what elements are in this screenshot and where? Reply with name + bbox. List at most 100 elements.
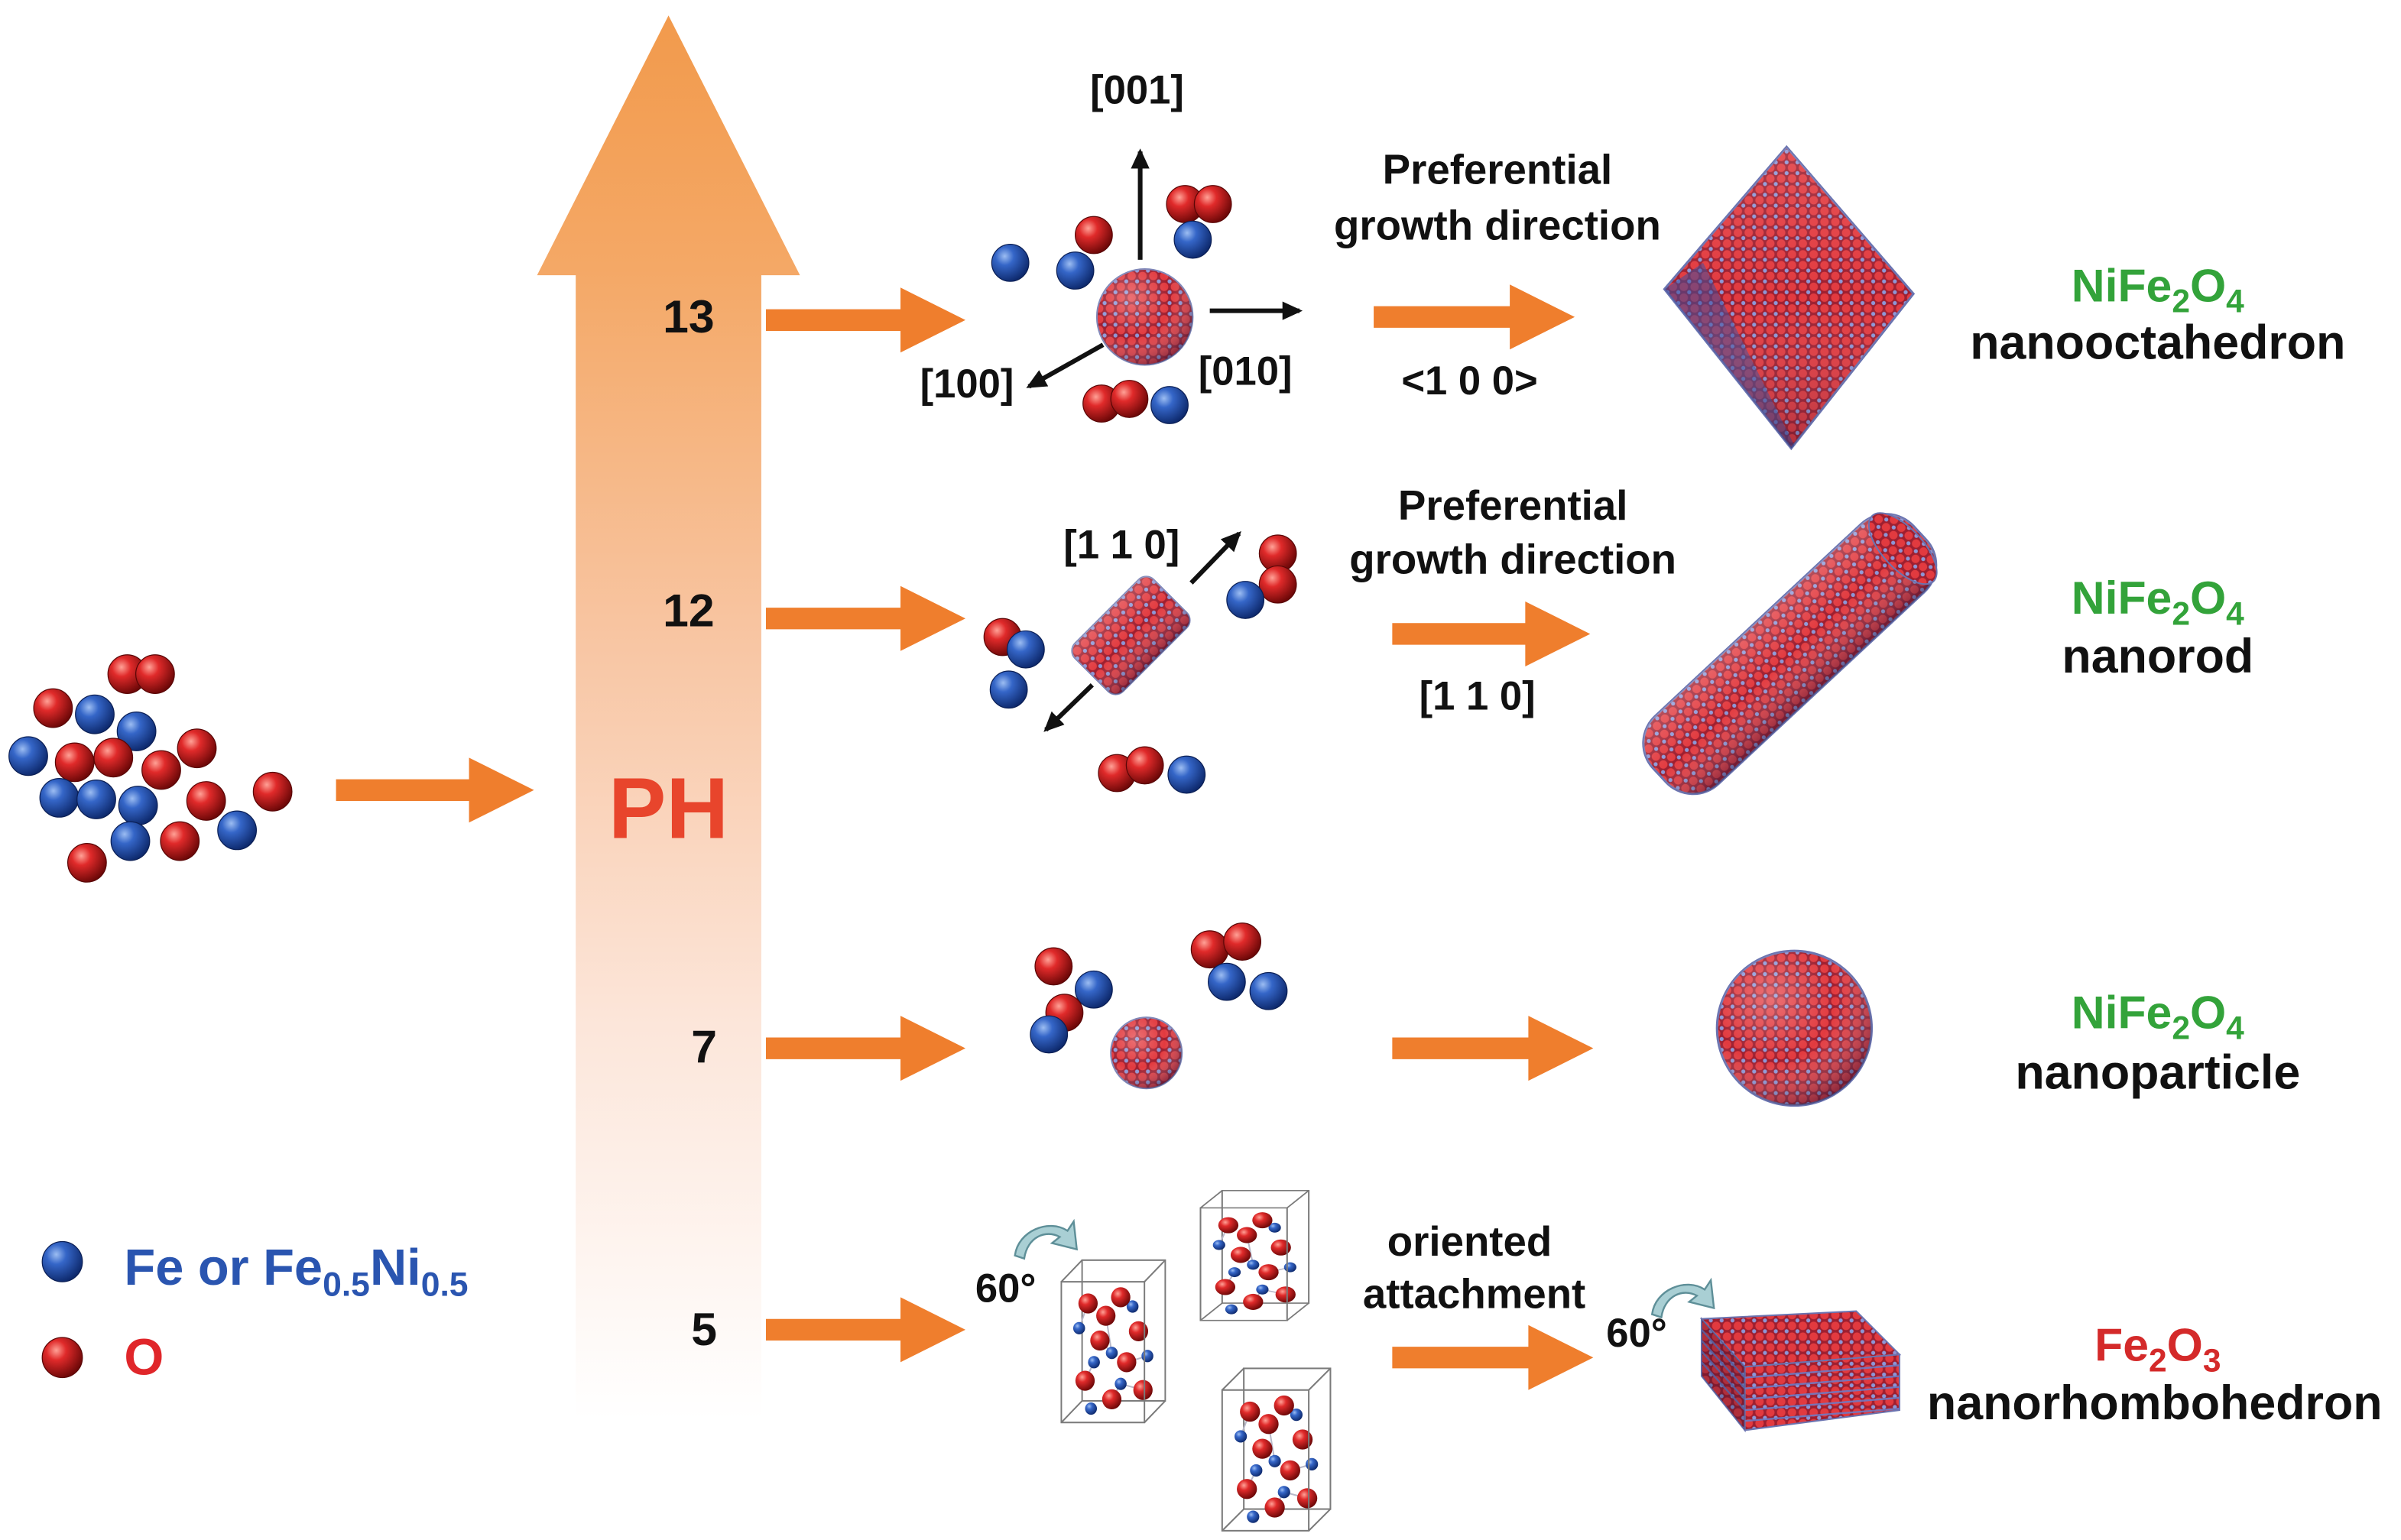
formula-subscript: 2 <box>2149 1343 2167 1379</box>
process-label-line-1: Preferential <box>1383 147 1612 193</box>
growth-arrow <box>1392 1324 1594 1390</box>
oxygen-atom <box>252 771 293 812</box>
growth-arrow <box>1374 284 1575 350</box>
process-label-line-1: oriented <box>1387 1218 1552 1265</box>
oxygen-atom <box>1034 947 1073 986</box>
growth-direction-label: <1 0 0> <box>1401 358 1537 404</box>
iron-atom <box>1167 755 1206 794</box>
o-legend-icon <box>41 1337 83 1379</box>
formula-subscript: 4 <box>2226 1011 2244 1047</box>
iron-atom <box>991 244 1030 282</box>
process-label-line-2: attachment <box>1363 1271 1585 1318</box>
rotation-arrow-icon <box>1014 1221 1078 1260</box>
ph-value: 13 <box>663 290 715 342</box>
oxygen-atom <box>186 781 226 821</box>
direction-arrow-110-up <box>1189 531 1241 585</box>
iron-atom <box>1030 1015 1069 1054</box>
growth-arrow <box>1392 1016 1594 1081</box>
nanoparticle-shape <box>1715 949 1874 1107</box>
iron-atom <box>1150 386 1189 424</box>
ph-value: 12 <box>663 584 715 636</box>
product-formula: NiFe2O4 <box>2072 572 2244 632</box>
formula-part: NiFe <box>2072 986 2172 1038</box>
unit-cell <box>1221 1367 1332 1532</box>
product-formula: NiFe2O4 <box>2072 260 2244 320</box>
formula-part: NiFe <box>2072 572 2172 624</box>
formula-part: O <box>2167 1318 2203 1370</box>
iron-atom <box>989 670 1028 709</box>
oxygen-atom <box>177 728 217 769</box>
formula-part: O <box>2190 572 2226 624</box>
oxygen-atom <box>67 842 107 883</box>
oxygen-atom <box>160 821 200 861</box>
oxygen-atom <box>54 742 95 783</box>
iron-atom <box>8 736 48 776</box>
oxygen-atom <box>1125 746 1164 785</box>
iron-atom <box>110 821 151 861</box>
ph-value: 5 <box>691 1303 717 1355</box>
direction-label-100: [100] <box>920 361 1014 407</box>
row-ph-5: 5 60° oriented attachment 60° <box>691 1189 2383 1532</box>
iron-atom <box>118 786 158 825</box>
legend-label-part: Ni <box>370 1240 421 1296</box>
formula-part: NiFe <box>2072 260 2172 312</box>
precursor-arrow <box>336 757 534 823</box>
legend-subscript: 0.5 <box>421 1266 469 1303</box>
oxygen-atom <box>1258 565 1297 604</box>
direction-label-001: [001] <box>1090 68 1184 113</box>
ph-axis-arrow <box>537 15 800 1420</box>
oxygen-atom <box>93 738 134 778</box>
formula-part: Fe <box>2094 1318 2149 1370</box>
ph-value: 7 <box>691 1020 717 1072</box>
growth-direction-label: [1 1 0] <box>1420 674 1536 719</box>
product-name: nanorhombohedron <box>1927 1376 2383 1430</box>
formula-subscript: 2 <box>2172 284 2190 320</box>
process-arrow <box>766 585 965 651</box>
legend-fe-label: Fe or Fe0.5Ni0.5 <box>124 1240 468 1303</box>
process-arrow <box>766 1016 965 1081</box>
legend-subscript: 0.5 <box>323 1266 370 1303</box>
iron-atom <box>39 778 79 818</box>
iron-atom <box>1007 630 1045 669</box>
ph-axis-label: PH <box>608 760 728 858</box>
iron-atom <box>76 780 116 819</box>
formula-part: O <box>2190 986 2226 1038</box>
fe-legend-icon <box>41 1240 83 1282</box>
direction-arrow-100 <box>1026 342 1105 389</box>
product-name: nanoparticle <box>2015 1046 2300 1099</box>
iron-atom <box>116 712 157 751</box>
legend-label-part: Fe or Fe <box>124 1240 323 1296</box>
row-ph-13: 13 [001] [010] [100] Preferential growth… <box>663 68 2345 451</box>
unit-cell <box>1060 1259 1166 1424</box>
row-ph-7: 7 NiFe2O4 nanoparticle <box>691 949 2300 1107</box>
row-ph-12: 12 [1 1 0] Preferential growth direction… <box>663 482 2253 796</box>
product-name: nanorod <box>2062 630 2253 683</box>
legend-o-label: O <box>124 1330 164 1386</box>
iron-atom <box>1075 970 1113 1009</box>
oxygen-atom <box>141 750 181 790</box>
unit-cell <box>1199 1189 1310 1321</box>
seed-nanocrystal-shading <box>1111 1017 1183 1089</box>
legend: Fe or Fe0.5Ni0.5 O <box>124 1240 468 1386</box>
oxygen-atom <box>1193 185 1232 223</box>
oxygen-atom <box>1223 922 1262 961</box>
direction-label-110: [1 1 0] <box>1063 522 1179 567</box>
formula-subscript: 4 <box>2226 596 2244 632</box>
formula-subscript: 2 <box>2172 596 2190 632</box>
process-arrow <box>766 287 965 353</box>
formula-subscript: 3 <box>2203 1343 2221 1379</box>
process-arrow <box>766 1297 965 1363</box>
formula-part: O <box>2190 260 2226 312</box>
nanorhombohedron-shape <box>1699 1310 1902 1433</box>
oxygen-atom <box>1110 380 1149 418</box>
atom-layer <box>8 185 1297 1379</box>
product-formula: NiFe2O4 <box>2072 986 2244 1046</box>
nanorod-shape <box>1642 512 1938 796</box>
product-name: nanooctahedron <box>1970 316 2345 369</box>
seed-nanocrystal-shading <box>1096 269 1193 365</box>
nanooctahedron-shape <box>1663 144 1916 451</box>
oxygen-atom <box>1075 216 1113 255</box>
direction-label-010: [010] <box>1199 349 1293 394</box>
process-label-line-2: growth direction <box>1349 537 1676 583</box>
